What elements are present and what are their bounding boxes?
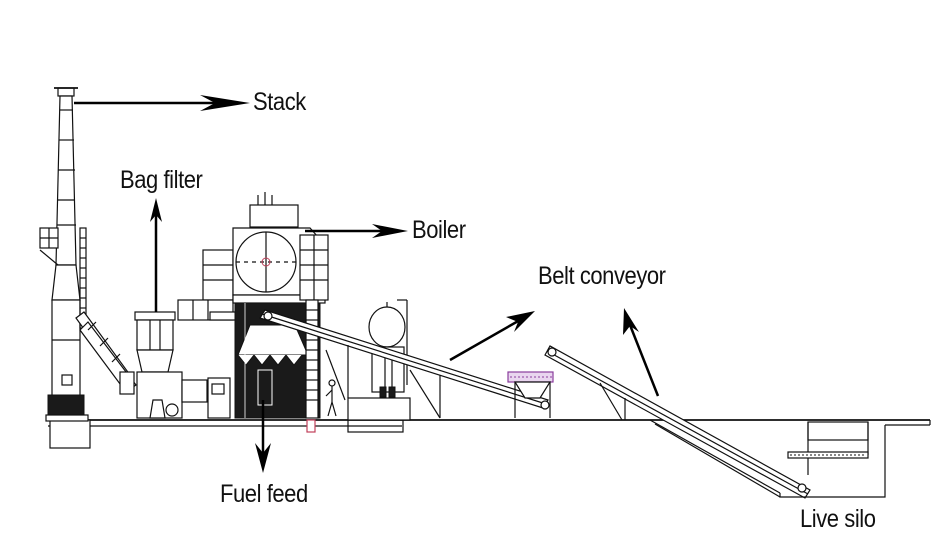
feed-conveyor (259, 309, 550, 419)
label-live-silo: Live silo (800, 505, 876, 533)
belt-conveyor-arrow-left (449, 311, 535, 362)
label-fuel-feed: Fuel feed (220, 480, 308, 508)
label-belt-conveyor: Belt conveyor (538, 262, 666, 290)
bag-filter-arrow (150, 198, 162, 312)
silo-conveyor (544, 345, 811, 499)
boiler-arrow (305, 224, 408, 238)
label-bag-filter: Bag filter (120, 166, 203, 194)
label-boiler: Boiler (412, 216, 466, 244)
ducting (177, 249, 256, 419)
person-figure (325, 379, 337, 417)
bag-filter (134, 311, 208, 419)
stack-arrow (74, 95, 250, 111)
screen-feeder (507, 371, 554, 418)
ground (48, 419, 931, 449)
label-stack: Stack (253, 88, 306, 116)
boiler (232, 192, 329, 419)
stack (39, 87, 89, 422)
flue-duct (75, 311, 137, 395)
belt-conveyor-arrow-right (623, 308, 660, 397)
fuel-feed-arrow (255, 400, 271, 473)
live-silo (779, 421, 886, 498)
